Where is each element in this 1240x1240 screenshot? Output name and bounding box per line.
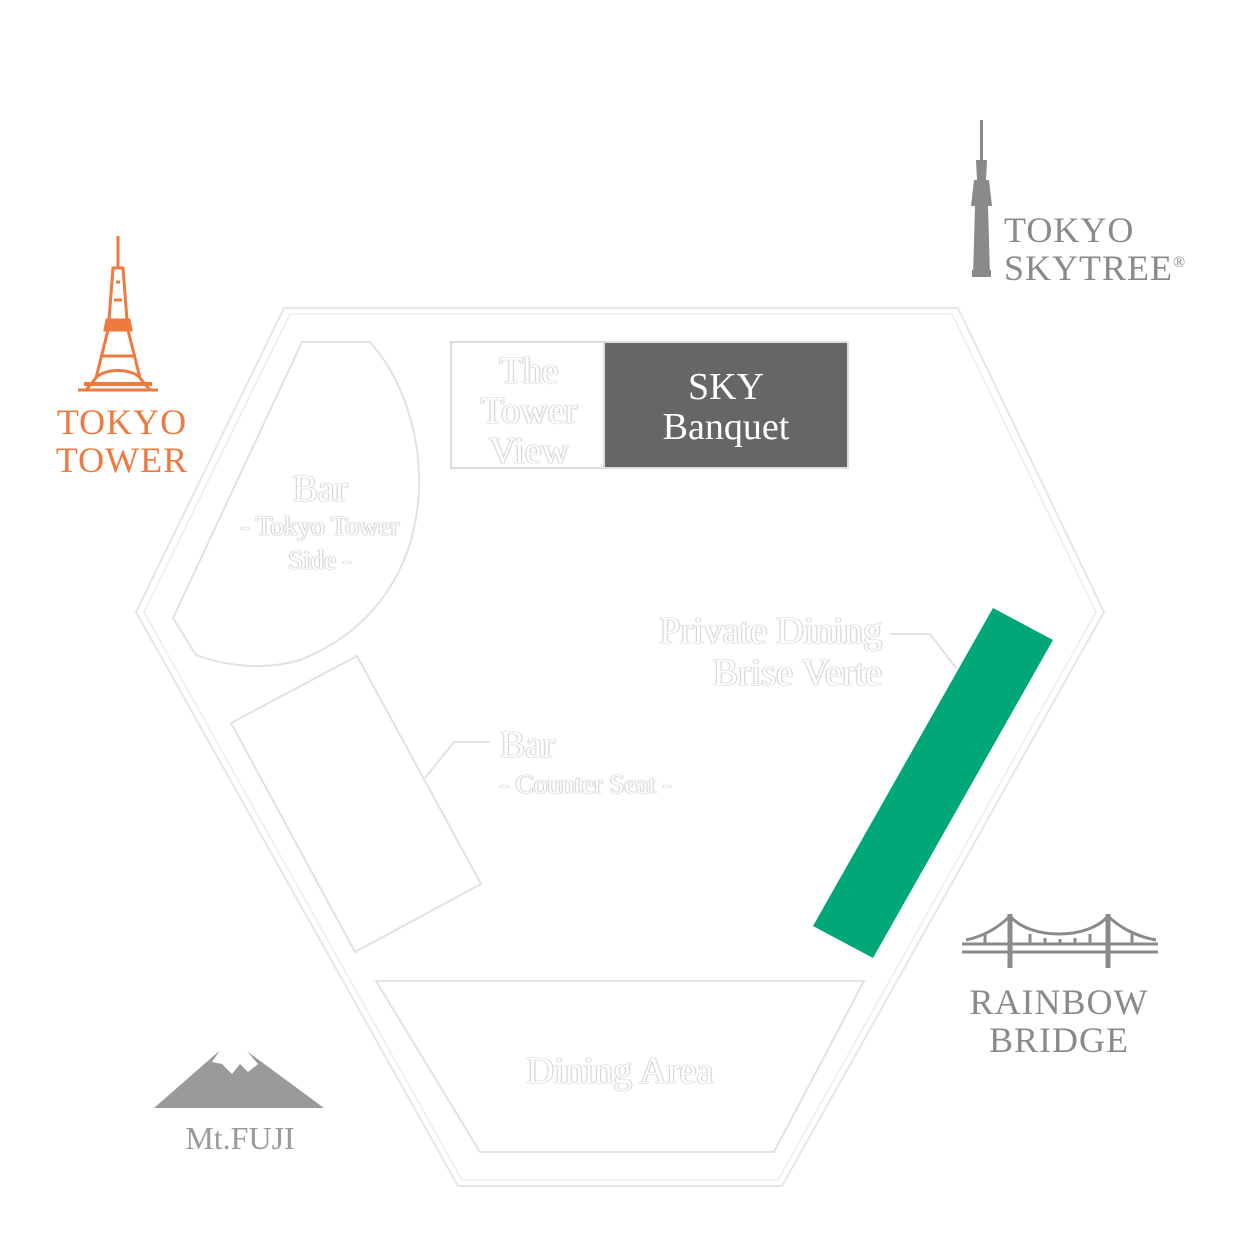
bar-tower-side-line1: Bar: [292, 468, 348, 510]
tower-view-line3: View: [488, 429, 570, 472]
floor-outline-inner: [143, 313, 1097, 1181]
floor-outline-outer: [134, 307, 1106, 1187]
mountain-icon: [154, 1044, 324, 1108]
bar-counter-leader: [424, 741, 490, 779]
bar-tower-side-room[interactable]: [171, 341, 420, 668]
private-dining-room[interactable]: [813, 608, 1053, 958]
rainbow-bridge-line1: RAINBOW: [969, 982, 1149, 1022]
private-dining-line1: Private Dining: [659, 610, 882, 652]
tower-view-room[interactable]: [450, 341, 607, 469]
private-dining-label: Private Dining Brise Verte: [620, 610, 882, 694]
bar-counter-room[interactable]: [229, 654, 483, 954]
dining-area-label: Dining Area: [526, 1050, 714, 1092]
skytree-icon: [971, 120, 992, 277]
tokyo-tower-label: TOKYO TOWER: [40, 402, 204, 480]
tower-view-line1: The: [499, 350, 559, 392]
fuji-label: Mt.FUJI: [185, 1120, 295, 1156]
sky-banquet-line1: SKY: [687, 366, 765, 408]
sky-banquet-line2: Banquet: [662, 405, 790, 448]
suspension-bridge-icon: [962, 914, 1158, 968]
skytree-line2-wrap: SKYTREE®: [1004, 247, 1190, 288]
tower-view-line2: Tower: [480, 389, 578, 432]
sky-banquet-room[interactable]: [603, 341, 849, 469]
tokyo-tower-icon: [78, 236, 158, 392]
skytree-label: TOKYO SKYTREE®: [1004, 210, 1190, 288]
private-dining-leader: [890, 633, 957, 669]
tokyo-tower-line1: TOKYO: [56, 402, 188, 442]
bar-tower-side-line2: - Tokyo Tower: [240, 510, 400, 541]
dining-area-room[interactable]: [374, 980, 866, 1153]
rainbow-bridge-label: RAINBOW BRIDGE: [954, 982, 1164, 1060]
bar-tower-side-line3: Side -: [288, 545, 352, 576]
tower-view-label: The Tower View: [454, 350, 604, 472]
bar-counter-line1: Bar: [500, 724, 555, 766]
skytree-line1: TOKYO: [1004, 210, 1135, 250]
bar-counter-line2: - Counter Seat -: [500, 768, 672, 799]
skytree-line2: SKYTREE: [1004, 247, 1173, 288]
bar-counter-label: Bar - Counter Seat -: [500, 724, 720, 799]
bar-tower-side-label: Bar - Tokyo Tower Side -: [220, 468, 420, 576]
tokyo-tower-line2: TOWER: [55, 439, 189, 480]
registered-mark: ®: [1173, 253, 1187, 271]
sky-banquet-label: SKY Banquet: [604, 366, 848, 448]
rainbow-bridge-line2: BRIDGE: [989, 1019, 1129, 1060]
private-dining-line2: Brise Verte: [712, 651, 882, 694]
